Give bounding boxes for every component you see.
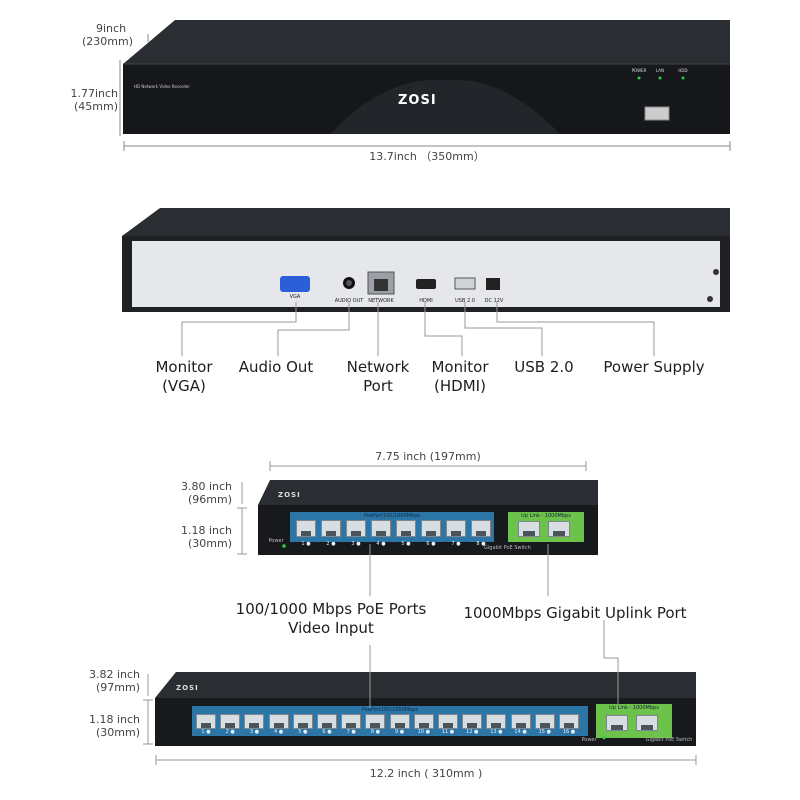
switch-large-port-number: 8 ●	[370, 729, 380, 735]
switch-large-uplink-port	[606, 715, 628, 731]
switch-large-port-number: 1 ●	[201, 729, 211, 735]
switch-large-poe-port	[196, 714, 216, 729]
switch-large-width-label: 12.2 inch ( 310mm )	[369, 767, 483, 780]
callout-monitor-hdmi: Monitor (HDMI)	[431, 358, 489, 395]
switch-small-uplink-port	[518, 521, 540, 537]
switch-large-port-number: 5 ●	[298, 729, 308, 735]
switch-small-port-number: 4 ●	[376, 541, 386, 547]
switch-small-height-label-mm: (30mm)	[187, 537, 232, 550]
nvr-front-chassis	[123, 20, 730, 134]
nvr-width-label: 13.7inch （350mm）	[369, 150, 485, 163]
callout-uplink-port: 1000Mbps Gigabit Uplink Port	[463, 604, 687, 622]
switch-large-height-label-mm: (30mm)	[95, 726, 140, 739]
switch-large-poe-port	[220, 714, 241, 729]
nvr-depth-label: 9inch	[96, 22, 127, 35]
nvr-depth-label-mm: (230mm)	[82, 35, 134, 48]
switch-large-poe-port	[268, 714, 289, 729]
switch-large-depth-label: 3.82 inch	[88, 668, 140, 681]
switch-large-poe-port	[389, 714, 410, 729]
switch-small-brand: ZOSI	[278, 491, 301, 499]
nvr-height-label-mm: (45mm)	[73, 100, 118, 113]
switch-small-port-number: 6 ●	[426, 541, 436, 547]
switch-large-port-number: 3 ●	[249, 729, 259, 735]
switch-small-width-label: 7.75 inch (197mm)	[375, 450, 481, 463]
rear-audio-label: AUDIO OUT	[334, 298, 364, 304]
switch-large-port-number: 9 ●	[395, 729, 405, 735]
switch-small-poe-port	[346, 520, 366, 537]
rear-vga-label: VGA	[289, 294, 301, 300]
switch-small-height-label: 1.18 inch	[180, 524, 232, 537]
callout-poe-ports: 100/1000 Mbps PoE Ports Video Input	[235, 600, 427, 637]
switch-large-uplink-port	[636, 715, 658, 731]
rear-network-label: NETWORK	[368, 298, 394, 304]
switch-small-depth-label-mm: (96mm)	[187, 493, 232, 506]
callout-audio-out: Audio Out	[238, 358, 314, 376]
switch-large-poe-header: PoePort100/1000Mbps	[361, 707, 419, 713]
switch-large-port-number: 6 ●	[322, 729, 332, 735]
switch-large-poe-port	[486, 714, 507, 729]
switch-small-depth-label: 3.80 inch	[180, 480, 232, 493]
switch-large-height-label: 1.18 inch	[88, 713, 140, 726]
switch-small-port-number: 2 ●	[326, 541, 336, 547]
nvr-led-lan: LAN	[655, 68, 665, 73]
switch-large-brand: ZOSI	[176, 684, 199, 692]
switch-small-poe-port	[371, 520, 391, 537]
switch-small-port-number: 7 ●	[451, 541, 461, 547]
switch-small-poe-port	[296, 520, 316, 537]
callout-monitor-vga: Monitor (VGA)	[155, 358, 213, 395]
nvr-led-hdd: HDD	[678, 68, 688, 73]
switch-large-poe-port	[534, 714, 555, 729]
switch-large-footer-label: Gigabit PoE Switch	[645, 737, 693, 743]
switch-large-poe-port	[341, 714, 362, 729]
switch-large-poe-port	[559, 714, 579, 729]
switch-small-poe-port	[396, 520, 416, 537]
rear-dc-label: DC 12V	[484, 298, 504, 304]
switch-large-port-number: 4 ●	[274, 729, 284, 735]
switch-small-poe-port	[446, 520, 466, 537]
switch-large-port-number: 12 ●	[466, 729, 479, 735]
switch-small-poe-port	[471, 520, 491, 537]
switch-large-poe-port	[413, 714, 434, 729]
switch-small-power-label: Power	[268, 538, 284, 544]
switch-large-port-number: 13 ●	[490, 729, 503, 735]
nvr-rear-chassis	[122, 208, 730, 312]
switch-large-port-number: 2 ●	[225, 729, 235, 735]
switch-small-footer-label: Gigabit PoE Switch	[484, 545, 531, 551]
switch-small-uplink-header: Up Link - 1000Mbps	[521, 513, 571, 519]
switch-large-port-number: 14 ●	[514, 729, 527, 735]
switch-large-poe-port	[317, 714, 337, 729]
switch-large-poe-port	[365, 714, 386, 729]
switch-small-uplink-port	[548, 521, 570, 537]
switch-large-port-number: 16 ●	[562, 729, 576, 735]
switch-large-poe-port	[292, 714, 313, 729]
nvr-led-power: POWER	[631, 68, 647, 73]
switch-small-poe-port	[321, 520, 341, 537]
switch-large-port-number: 10 ●	[417, 729, 430, 735]
switch-large-port-number: 7 ●	[346, 729, 356, 735]
nvr-brand-logo: ZOSI	[398, 93, 437, 108]
switch-large-power-label: Power	[581, 737, 597, 743]
switch-small-port-number: 8 ●	[476, 541, 486, 547]
switch-small-port-number: 5 ●	[401, 541, 411, 547]
switch-large-uplink-header: Up Link - 1000Mbps	[609, 705, 659, 711]
switch-large-port-number: 11 ●	[441, 729, 455, 735]
switch-large-poe-port	[438, 714, 458, 729]
switch-large-depth-label-mm: (97mm)	[95, 681, 140, 694]
switch-small-poe-port	[421, 520, 441, 537]
switch-small-poe-header: PoePort100/1000Mbps	[363, 513, 421, 519]
switch-large-port-number: 15 ●	[538, 729, 551, 735]
rear-hdmi-label: HDMI	[419, 298, 433, 304]
callout-power-supply: Power Supply	[603, 358, 705, 376]
callout-usb: USB 2.0	[514, 358, 574, 376]
nvr-height-label: 1.77inch	[70, 87, 118, 100]
nvr-model-text: HD Network Video Recorder	[134, 84, 190, 89]
switch-large-poe-port	[244, 714, 265, 729]
callout-network-port: Network Port	[346, 358, 410, 395]
switch-small-port-number: 1 ●	[301, 541, 311, 547]
rear-usb-label: USB 2.0	[455, 298, 475, 304]
switch-large-poe-port	[462, 714, 483, 729]
switch-small-port-number: 3 ●	[351, 541, 361, 547]
switch-large-poe-port	[510, 714, 531, 729]
